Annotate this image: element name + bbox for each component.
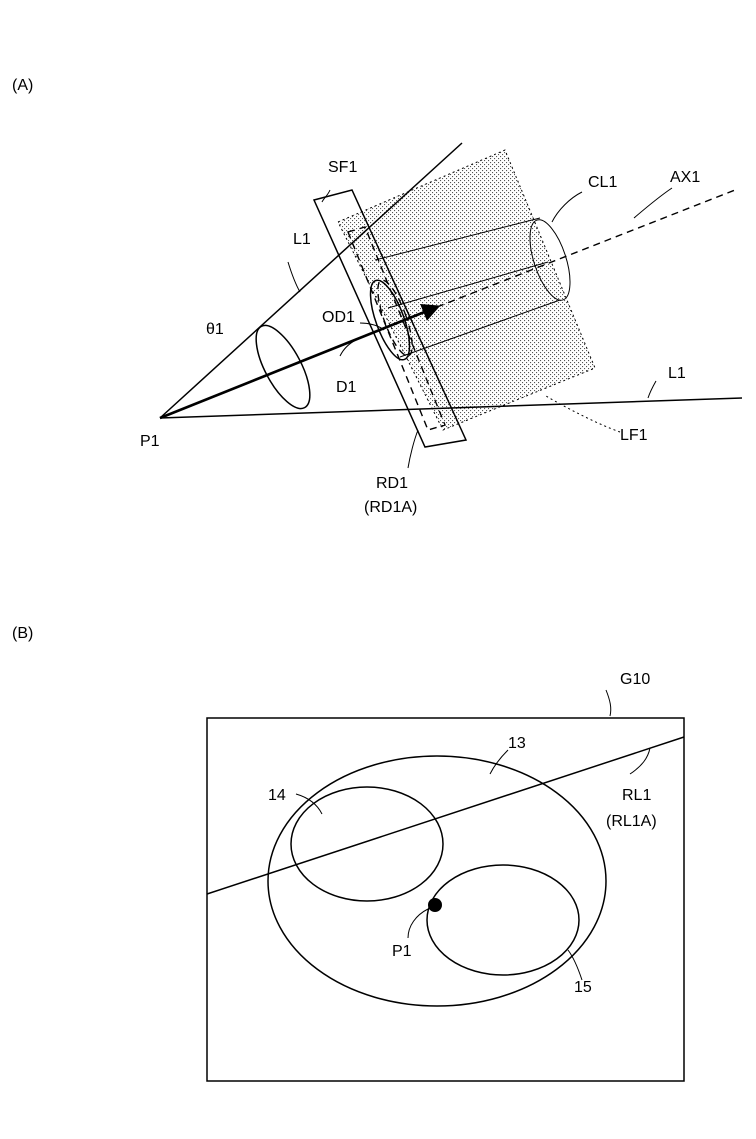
label-rl1: RL1	[622, 787, 651, 804]
label-rl1a: (RL1A)	[606, 813, 657, 830]
light-field-box	[338, 150, 595, 430]
region-14	[291, 787, 443, 901]
leader-14	[296, 794, 322, 814]
panel-a: (A)	[12, 77, 742, 516]
label-od1: OD1	[322, 309, 355, 326]
leader-p1	[408, 909, 428, 938]
leader-lf1	[546, 396, 620, 432]
region-15	[427, 865, 579, 975]
label-l1-top: L1	[293, 231, 311, 248]
panel-b-label: (B)	[12, 625, 33, 642]
leader-ax1	[634, 188, 672, 218]
label-rd1: RD1	[376, 475, 408, 492]
leader-l1-right	[648, 381, 656, 398]
label-p1-b: P1	[392, 943, 412, 960]
leader-13	[490, 750, 508, 774]
label-sf1: SF1	[328, 159, 357, 176]
panel-b: (B) G10 13 14 15 RL1 (RL1A) P1	[12, 625, 684, 1081]
cone-ellipse	[246, 318, 321, 416]
leader-l1-top	[288, 262, 300, 292]
frame-g10	[207, 718, 684, 1081]
label-cl1: CL1	[588, 174, 617, 191]
leader-cl1	[552, 192, 582, 222]
label-lf1: LF1	[620, 427, 648, 444]
label-d1: D1	[336, 379, 357, 396]
leader-rd1	[408, 430, 418, 468]
label-theta1: θ1	[206, 321, 224, 338]
label-ax1: AX1	[670, 169, 700, 186]
label-g10: G10	[620, 671, 650, 688]
label-13: 13	[508, 735, 526, 752]
label-l1-right: L1	[668, 365, 686, 382]
panel-a-label: (A)	[12, 77, 33, 94]
label-p1-a: P1	[140, 433, 160, 450]
label-15: 15	[574, 979, 592, 996]
point-p1	[428, 898, 442, 912]
direction-arrow	[160, 307, 437, 418]
label-rd1a: (RD1A)	[364, 499, 417, 516]
leader-g10	[606, 690, 611, 716]
leader-15	[568, 950, 582, 980]
label-14: 14	[268, 787, 286, 804]
